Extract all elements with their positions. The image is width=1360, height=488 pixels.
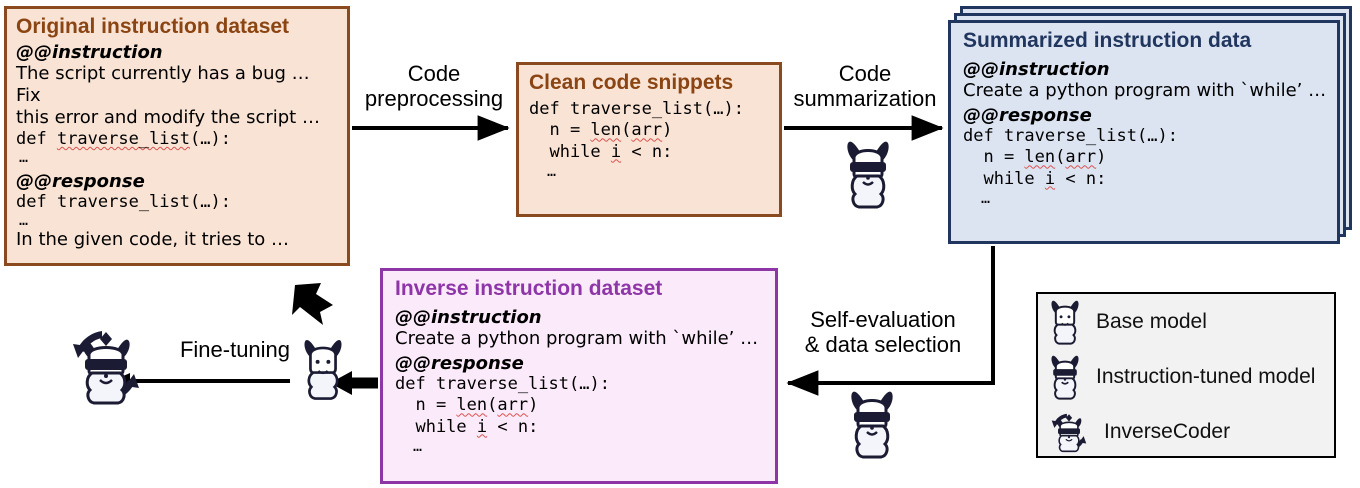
label-code-preprocessing: Code preprocessing [355,61,513,111]
llama-sunglasses-icon [851,391,893,459]
summarized-code-line-1: def traverse_list(…): [963,126,1178,146]
original-dataset-title: Original instruction dataset [16,15,290,38]
llama-plain-icon [1051,300,1079,345]
card-inverse-instruction-dataset: Inverse instruction dataset @@instructio… [380,268,778,484]
arrow-diagonal-black [292,283,333,325]
original-response-ellipsis: … [19,211,29,230]
legend-label-instruction-tuned-model: Instruction-tuned model [1096,364,1316,388]
legend-item-inversecoder: InverseCoder [1038,404,1334,459]
llama-sunglasses-icon [1051,355,1079,400]
label-code-preprocessing-line-2: preprocessing [364,85,504,111]
original-response-line: In the given code, it tries to … [16,228,290,250]
original-instruction-line-2: this error and modify the script … [16,106,320,128]
clean-code-line-2: n = len(arr) [529,120,673,141]
label-fine-tuning: Fine-tuning [179,337,291,362]
llama-inversecoder-icon [1051,413,1087,452]
inverse-code-line-4: … [395,436,423,455]
legend-label-base-model: Base model [1096,309,1207,333]
clean-code-line-4: … [529,161,557,180]
label-code-summarization-line-2: summarization [793,85,937,111]
summarized-code-line-3: while i < n: [963,168,1107,189]
label-self-evaluation: Self-evaluation & data selection [785,307,981,357]
original-instruction-code-1: def traverse_list(…): [16,128,231,149]
legend-label-inversecoder: InverseCoder [1104,419,1231,443]
label-code-preprocessing-line-1: Code [407,61,461,86]
clean-code-line-1: def traverse_list(…): [529,99,744,120]
inverse-title: Inverse instruction dataset [395,277,663,300]
code-symbol-traverse-list: traverse_list [56,128,191,149]
inverse-code-line-3: while i < n: [395,416,539,437]
summarized-instruction-tag: @@instruction [963,59,1110,81]
inverse-code-line-2: n = len(arr) [395,395,539,416]
original-instruction-ellipsis: … [19,148,29,167]
label-self-evaluation-line-1: Self-evaluation [810,307,956,332]
label-code-summarization-line-1: Code [838,61,892,86]
card-original-instruction-dataset: Original instruction dataset @@instructi… [4,6,350,266]
llama-inversecoder-icon [73,331,139,405]
legend-panel: Base model Instruction-tuned model [1036,292,1336,458]
label-self-evaluation-line-2: & data selection [804,331,962,357]
card-clean-code-snippets: Clean code snippets def traverse_list(…)… [516,62,782,217]
original-instruction-tag: @@instruction [16,42,163,64]
summarized-instruction-line: Create a python program with `while’ … [963,80,1327,102]
summarized-code-line-2: n = len(arr) [963,147,1107,168]
clean-snippets-title: Clean code snippets [529,71,734,94]
legend-item-instruction-tuned-model: Instruction-tuned model [1038,349,1334,404]
legend-item-base-model: Base model [1038,294,1334,349]
original-response-tag: @@response [16,170,145,192]
original-instruction-line-1: The script currently has a bug … Fix [16,63,310,106]
inverse-response-tag: @@response [395,353,524,374]
label-code-summarization: Code summarization [782,61,948,111]
summarized-response-tag: @@response [963,105,1092,126]
inverse-instruction-line: Create a python program with `while’ … [395,328,759,350]
inverse-instruction-tag: @@instruction [395,307,542,329]
inverse-code-line-1: def traverse_list(…): [395,374,610,394]
card-summarized-instruction-data: Summarized instruction data @@instructio… [948,20,1340,244]
clean-code-line-3: while i < n: [529,141,673,162]
summarized-code-line-4: … [963,188,991,207]
original-response-code-1: def traverse_list(…): [16,191,231,212]
llama-sunglasses-icon [847,141,889,209]
llama-plain-icon [304,339,342,400]
summarized-title: Summarized instruction data [963,29,1252,52]
